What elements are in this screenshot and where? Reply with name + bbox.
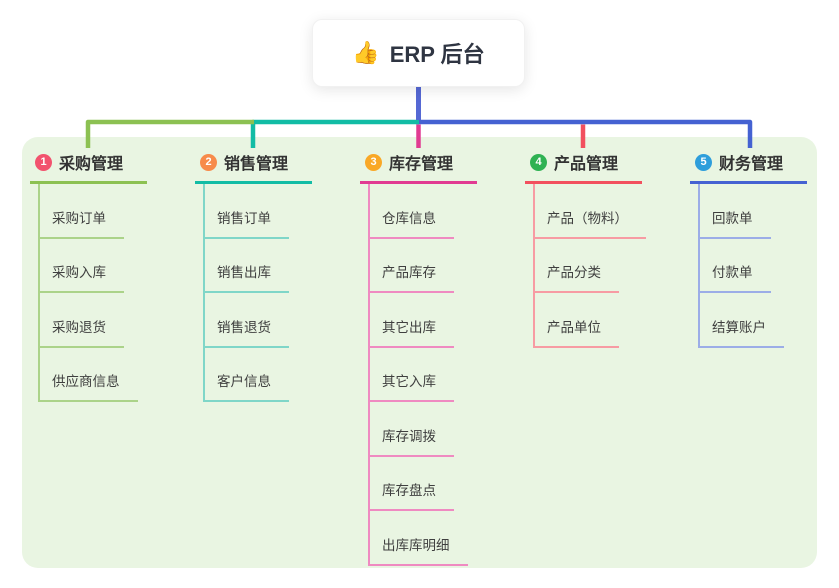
leaf-node: 产品分类: [535, 239, 619, 293]
branch-number-badge: 2: [200, 153, 217, 171]
branch-inventory: 3 库存管理 仓库信息 产品库存 其它出库 其它入库 库存调拨 库存盘点 出库库…: [360, 150, 520, 566]
leaf-node: 供应商信息: [40, 348, 138, 402]
leaf-node: 采购入库: [40, 239, 124, 293]
thumbs-up-icon: 👍: [352, 40, 380, 65]
leaf-node: 其它出库: [370, 293, 454, 348]
branch-product-children: 产品（物料） 产品分类 产品单位: [533, 184, 685, 348]
branch-label: 采购管理: [59, 156, 124, 173]
branch-number-badge: 5: [695, 153, 712, 171]
leaf-node: 库存调拨: [370, 402, 454, 457]
root-title: ERP 后台: [389, 42, 485, 67]
branch-number-badge: 3: [365, 153, 382, 171]
branch-product-header: 4 产品管理: [525, 150, 642, 184]
branch-number-badge: 1: [35, 153, 52, 171]
leaf-node: 客户信息: [205, 348, 289, 402]
root-node-erp: 👍 ERP 后台: [312, 19, 525, 87]
leaf-node: 其它入库: [370, 348, 454, 402]
branch-purchase-children: 采购订单 采购入库 采购退货 供应商信息: [38, 184, 190, 402]
branch-label: 库存管理: [389, 156, 454, 173]
leaf-node: 仓库信息: [370, 184, 454, 239]
branch-sales-header: 2 销售管理: [195, 150, 312, 184]
branch-sales-children: 销售订单 销售出库 销售退货 客户信息: [203, 184, 355, 402]
leaf-node: 产品（物料）: [535, 184, 646, 239]
leaf-node: 产品库存: [370, 239, 454, 293]
leaf-node: 出库库明细: [370, 511, 468, 566]
leaf-node: 库存盘点: [370, 457, 454, 511]
branches-panel: [22, 137, 817, 568]
branch-purchase: 1 采购管理 采购订单 采购入库 采购退货 供应商信息: [30, 150, 190, 402]
branch-label: 财务管理: [719, 156, 784, 173]
branch-label: 产品管理: [554, 156, 619, 173]
leaf-node: 销售订单: [205, 184, 289, 239]
leaf-node: 付款单: [700, 239, 771, 293]
branch-number-badge: 4: [530, 153, 547, 171]
branch-finance: 5 财务管理 回款单 付款单 结算账户: [690, 150, 839, 348]
branch-inventory-header: 3 库存管理: [360, 150, 477, 184]
branch-purchase-header: 1 采购管理: [30, 150, 147, 184]
branch-sales: 2 销售管理 销售订单 销售出库 销售退货 客户信息: [195, 150, 355, 402]
leaf-node: 销售出库: [205, 239, 289, 293]
branch-product: 4 产品管理 产品（物料） 产品分类 产品单位: [525, 150, 685, 348]
leaf-node: 结算账户: [700, 293, 784, 348]
leaf-node: 回款单: [700, 184, 771, 239]
leaf-node: 采购退货: [40, 293, 124, 348]
branch-finance-children: 回款单 付款单 结算账户: [698, 184, 839, 348]
leaf-node: 销售退货: [205, 293, 289, 348]
branch-inventory-children: 仓库信息 产品库存 其它出库 其它入库 库存调拨 库存盘点 出库库明细: [368, 184, 520, 566]
leaf-node: 采购订单: [40, 184, 124, 239]
branch-label: 销售管理: [224, 156, 289, 173]
leaf-node: 产品单位: [535, 293, 619, 348]
branch-finance-header: 5 财务管理: [690, 150, 807, 184]
